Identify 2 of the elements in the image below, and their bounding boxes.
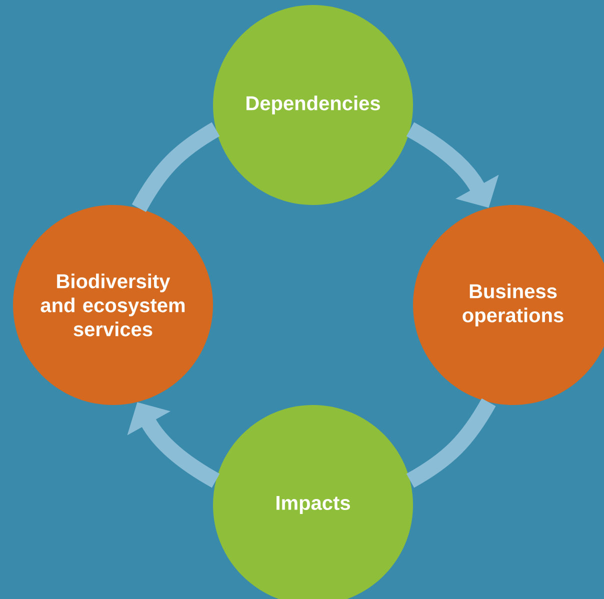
- circle-node: Dependencies: [213, 5, 413, 205]
- circle-node: Biodiversity and ecosystem services: [13, 205, 213, 405]
